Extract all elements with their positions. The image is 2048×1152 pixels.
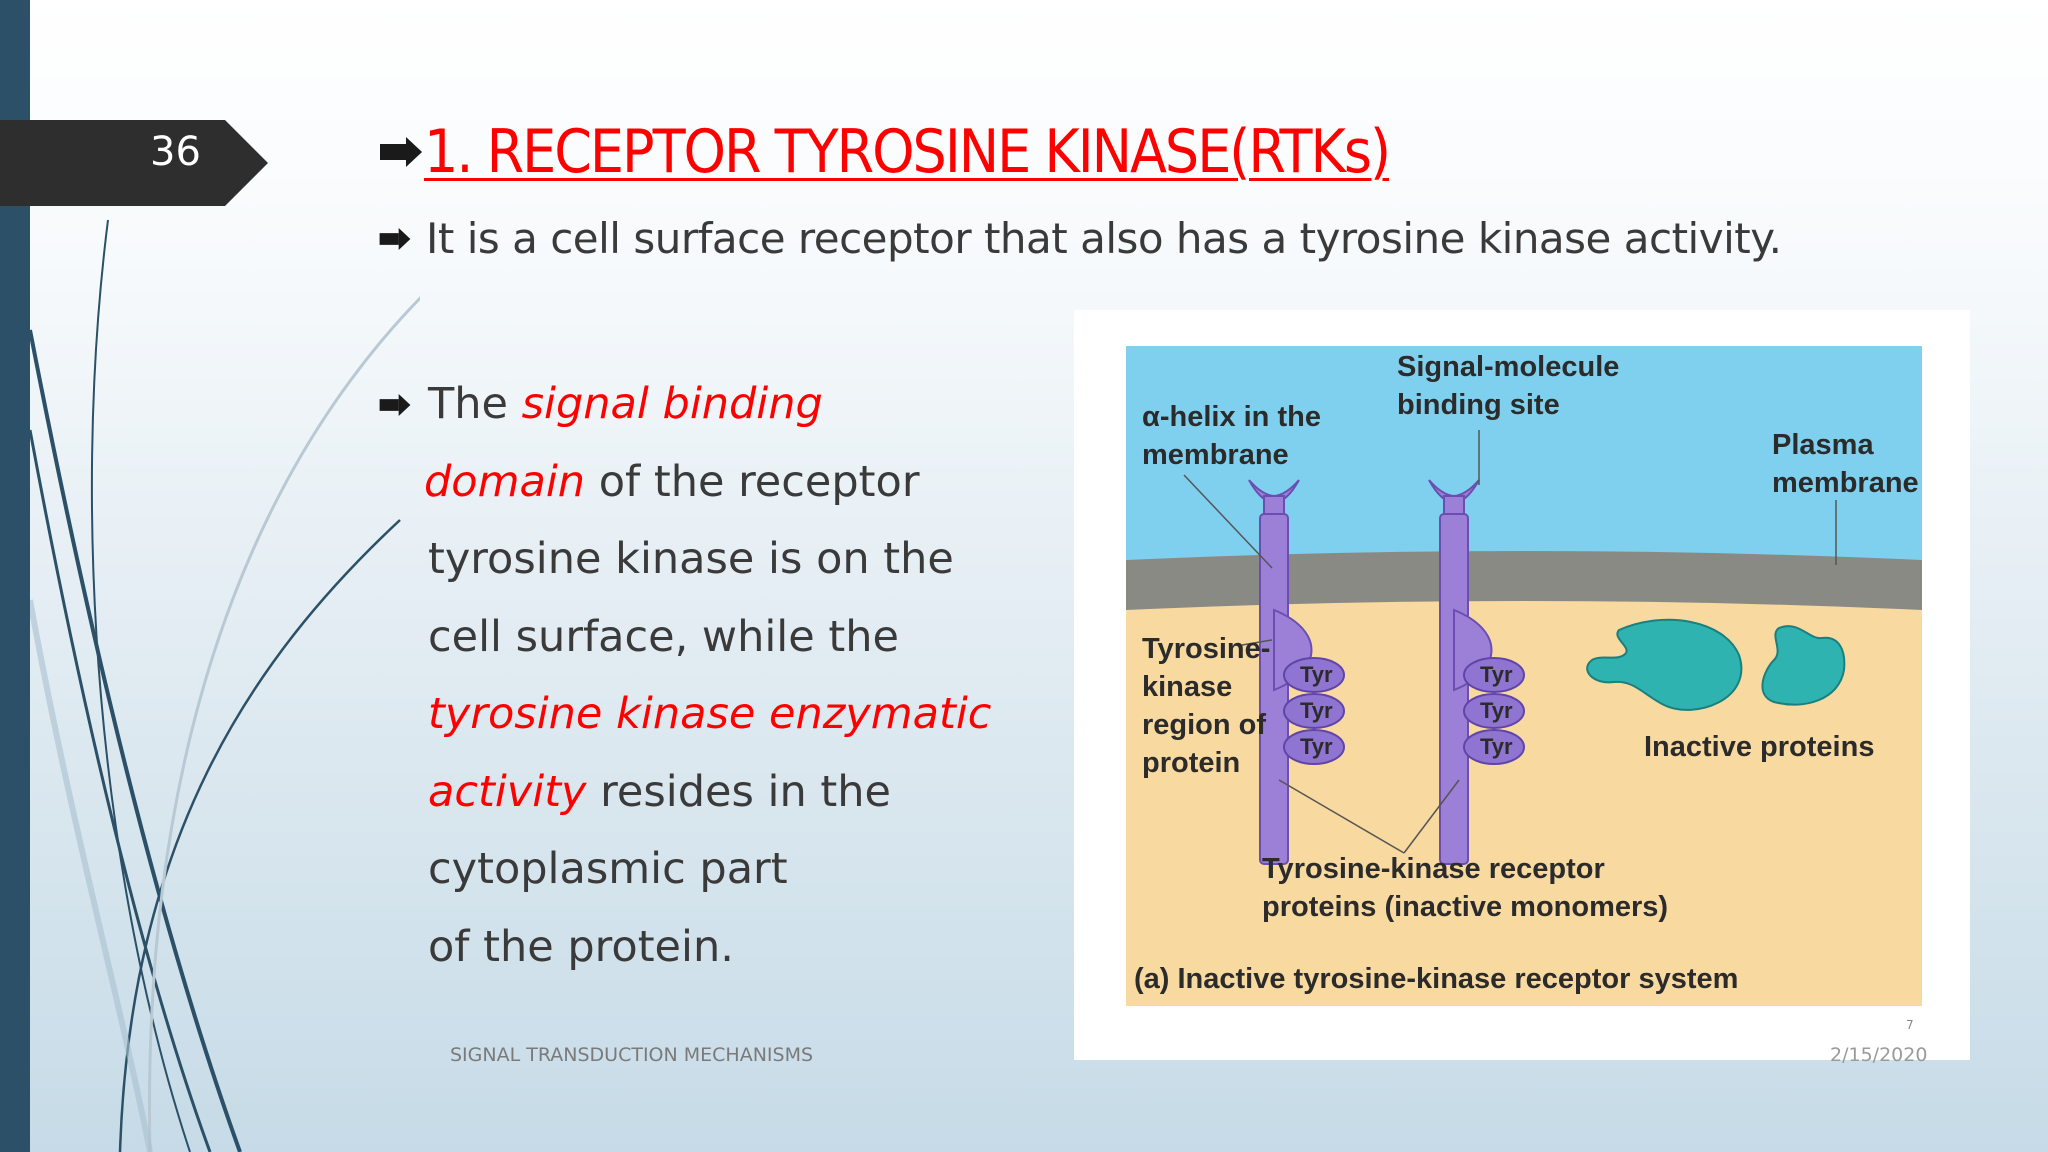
highlight-domain: domain xyxy=(424,456,586,507)
tyr-label: Tyr xyxy=(1300,662,1333,687)
text-the: The xyxy=(428,379,522,429)
tyr-label: Tyr xyxy=(1300,734,1333,759)
label-line: membrane xyxy=(1772,467,1919,499)
arrow-bullet-icon xyxy=(379,393,411,416)
receptor-monomer-2 xyxy=(1428,479,1525,865)
slide-number-tab xyxy=(0,120,268,206)
label-receptor-proteins: Tyrosine-kinase receptor proteins (inact… xyxy=(1262,850,1668,926)
bullet-line: The signal binding xyxy=(378,366,978,444)
tyr-label: Tyr xyxy=(1480,734,1513,759)
highlight-tyrosine-kinase-enzymatic: tyrosine kinase enzymatic xyxy=(428,689,992,739)
bullet-signal-binding-domain: The signal binding domain of the recepto… xyxy=(378,366,991,986)
label-line: Plasma xyxy=(1772,429,1874,461)
figure-caption: (a) Inactive tyrosine-kinase receptor sy… xyxy=(1134,963,1739,995)
rtk-diagram-graphic xyxy=(1126,346,1922,1006)
label-line: proteins (inactive monomers) xyxy=(1262,891,1669,923)
bullet-line: activity resides in the xyxy=(378,754,978,832)
text-resides: resides in the xyxy=(586,766,891,817)
bullet-cell-surface-receptor: It is a cell surface receptor that also … xyxy=(378,214,1782,263)
label-line: kinase xyxy=(1142,671,1233,703)
bullet-line: tyrosine kinase is on the xyxy=(428,534,954,584)
tyr-label: Tyr xyxy=(1480,698,1513,723)
text-of-the-receptor: of the receptor xyxy=(585,456,920,507)
bullet-line: domain of the receptor xyxy=(374,444,978,522)
bullet-line: cell surface, while the xyxy=(428,611,899,662)
label-line: α-helix in the xyxy=(1142,401,1321,433)
label-tyrosine-kinase-region: Tyrosine- kinase region of protein xyxy=(1142,630,1270,782)
label-line: region of xyxy=(1142,709,1267,741)
highlight-signal-binding: signal binding xyxy=(521,379,823,429)
bullet-line: of the protein. xyxy=(428,921,734,972)
figure-page-mark: 7 xyxy=(1906,1018,1914,1032)
receptor-monomer-1 xyxy=(1248,479,1345,865)
label-line: binding site xyxy=(1397,389,1560,421)
decorative-curves xyxy=(27,219,420,1152)
label-line: Signal-molecule xyxy=(1397,351,1620,383)
footer-title: SIGNAL TRANSDUCTION MECHANISMS xyxy=(450,1044,814,1066)
label-line: Tyrosine-kinase receptor xyxy=(1262,853,1605,885)
tyr-label: Tyr xyxy=(1300,698,1333,723)
label-line: protein xyxy=(1142,747,1241,779)
label-inactive-proteins: Inactive proteins xyxy=(1644,731,1875,763)
slide-title-row: 1. RECEPTOR TYROSINE KINASE(RTKs) xyxy=(378,112,1391,192)
rtk-diagram-figure: α-helix in the membrane Signal-molecule … xyxy=(1074,310,1970,1060)
tyr-label: Tyr xyxy=(1480,662,1513,687)
bullet-line: cytoplasmic part xyxy=(428,844,788,894)
highlight-activity: activity xyxy=(428,766,587,817)
arrow-bullet-icon xyxy=(379,227,411,250)
label-line: Tyrosine- xyxy=(1142,633,1271,665)
bullet-text: It is a cell surface receptor that also … xyxy=(426,214,1782,263)
label-signal-molecule-binding-site: Signal-molecule binding site xyxy=(1397,348,1619,424)
slide-title: 1. RECEPTOR TYROSINE KINASE(RTKs) xyxy=(424,117,1391,187)
label-plasma-membrane: Plasma membrane xyxy=(1772,426,1919,502)
bullet-line: tyrosine kinase enzymatic xyxy=(378,676,991,754)
footer-date: 2/15/2020 xyxy=(1830,1044,1928,1066)
label-alpha-helix: α-helix in the membrane xyxy=(1142,398,1321,474)
label-line: membrane xyxy=(1142,439,1289,471)
arrow-bullet-icon xyxy=(380,137,422,167)
slide-number: 36 xyxy=(150,129,201,175)
